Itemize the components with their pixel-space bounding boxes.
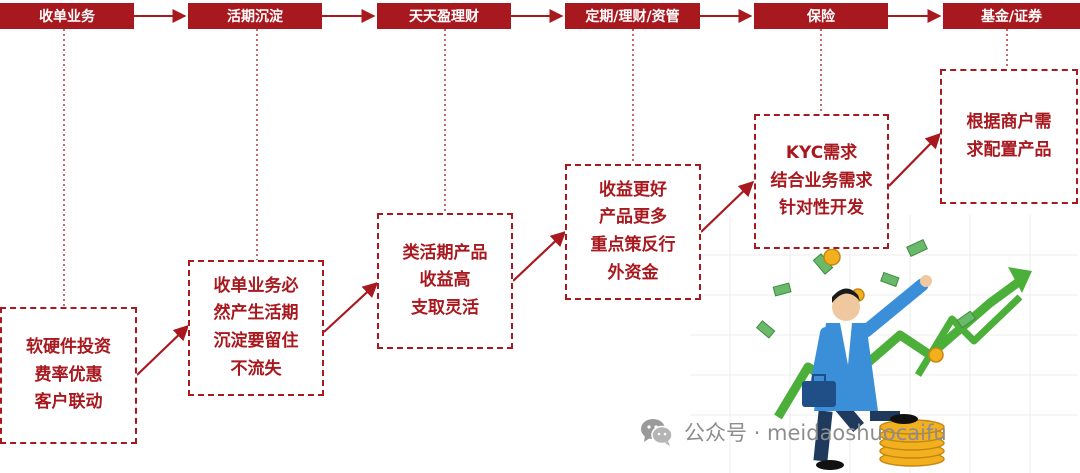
- box-line: 外资金: [607, 262, 659, 283]
- box-line: 支取灵活: [411, 297, 479, 318]
- box-line: 类活期产品: [402, 242, 488, 263]
- box-line: 收单业务必: [213, 275, 299, 296]
- box-line: 然产生活期: [213, 303, 299, 324]
- watermark-text: 公众号 · meidaoshuocaifu: [684, 421, 947, 445]
- stage-box-1: 软硬件投资 费率优惠 客户联动: [0, 307, 137, 444]
- stage-box-4: 收益更好 产品更多 重点策反行 外资金: [565, 164, 701, 300]
- trend-arrow-icon: [774, 277, 1023, 420]
- box-line: 结合业务需求: [770, 170, 873, 191]
- box-line: 客户联动: [34, 392, 103, 413]
- stage-box-6: 根据商户需 求配置产品: [940, 69, 1078, 204]
- coin-stack-icon: [879, 419, 945, 467]
- stage-header-4: 定期/理财/资管: [565, 3, 700, 29]
- stage-header-6: 基金/证券: [943, 3, 1080, 29]
- step-arrow: [512, 230, 567, 282]
- step-arrow: [888, 132, 942, 187]
- box-line: KYC需求: [785, 143, 858, 164]
- step-arrow: [136, 324, 190, 376]
- box-line: 费率优惠: [34, 364, 103, 385]
- step-arrow: [323, 281, 379, 333]
- stage-header-2: 活期沉淀: [188, 3, 322, 29]
- step-arrow: [700, 180, 755, 233]
- box-line: 针对性开发: [779, 198, 864, 219]
- box-line: 收益高: [419, 270, 471, 291]
- box-line: 软硬件投资: [26, 337, 111, 358]
- stage-header-1: 收单业务: [0, 3, 134, 29]
- box-line: 沉淀要留住: [213, 331, 299, 351]
- box-line: 重点策反行: [590, 235, 676, 255]
- watermark: 公众号 · meidaoshuocaifu: [640, 414, 947, 450]
- growth-illustration: [690, 215, 1078, 473]
- stage-box-2: 收单业务必 然产生活期 沉淀要留住 不流失: [188, 260, 324, 396]
- box-line: 不流失: [230, 358, 282, 379]
- stage-box-5: KYC需求 结合业务需求 针对性开发: [754, 114, 889, 249]
- wechat-icon: [641, 419, 673, 446]
- box-line: 产品更多: [599, 207, 667, 228]
- businessman-icon: [802, 275, 932, 470]
- stage-header-5: 保险: [754, 3, 888, 29]
- box-line: 根据商户需: [966, 111, 1052, 132]
- stage-header-3: 天天盈理财: [377, 3, 511, 29]
- box-line: 收益更好: [599, 179, 667, 200]
- stage-box-3: 类活期产品 收益高 支取灵活: [377, 213, 513, 349]
- box-line: 求配置产品: [966, 139, 1052, 160]
